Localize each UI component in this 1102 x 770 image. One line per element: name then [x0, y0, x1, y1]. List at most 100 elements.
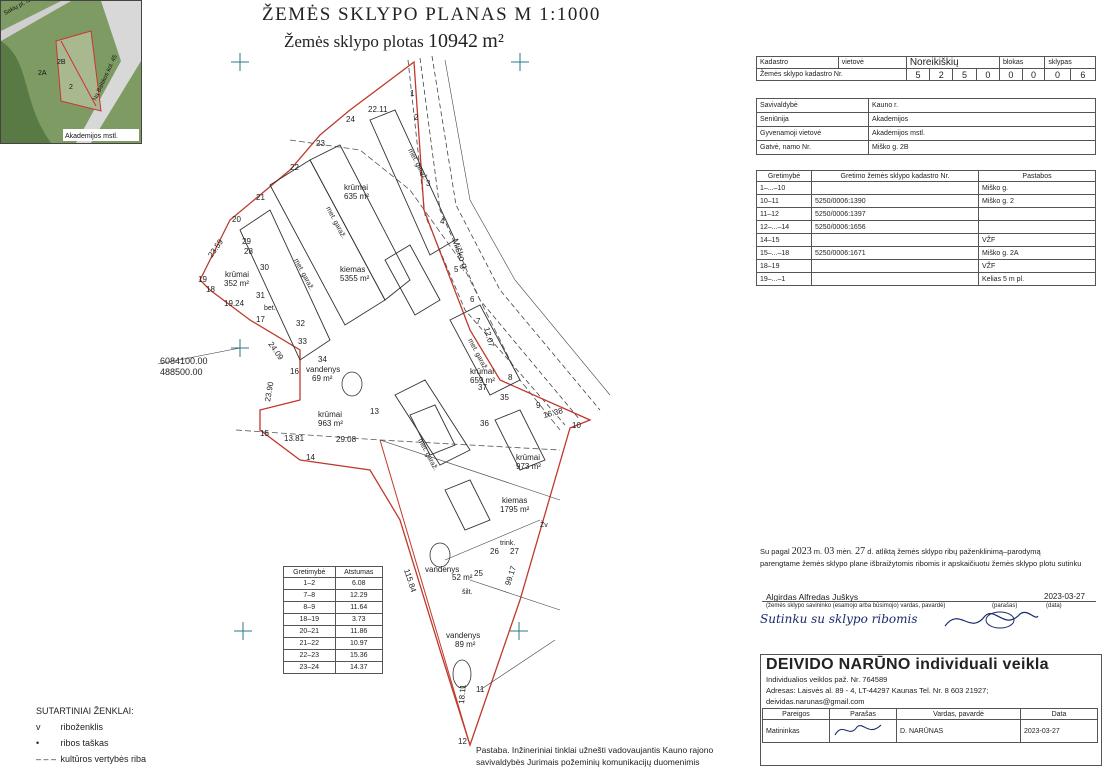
coordinate-north: 6084100.00: [160, 356, 208, 366]
label-vandenys-1-area: 69 m²: [312, 374, 333, 383]
agreement-text-1: d. atliktą žemės sklypo ribų paženklinim…: [867, 547, 1041, 556]
signatures-header-3: Vardas, pavardė: [896, 708, 1021, 720]
point-8: 8: [508, 373, 513, 382]
point-18: 18: [206, 285, 215, 294]
cadastre-digit-8: 6: [1069, 68, 1097, 81]
address-label-3: Gyvenamoji vietovė: [756, 126, 869, 141]
neighbours-cell: [811, 272, 979, 286]
neighbours-cell: Miško g. 2A: [978, 246, 1096, 260]
point-4: 4: [440, 217, 445, 226]
neighbours-cell: VŽF: [978, 259, 1096, 273]
point-22: 22: [290, 163, 299, 172]
neighbours-cell: 19–...–1: [756, 272, 812, 286]
address-value-1: Kauno r.: [868, 98, 1096, 113]
legend-item-text: kultūros vertybės riba: [60, 754, 147, 764]
neighbours-cell: 11–12: [756, 207, 812, 221]
agreement-year: 2023: [791, 546, 812, 557]
address-label-1: Savivaldybė: [756, 98, 869, 113]
point-29: 29: [242, 237, 251, 246]
distance-cell: 12.29: [334, 589, 384, 602]
point-1: 1: [410, 89, 415, 98]
company-email: deividas.narunas@gmail.com: [766, 697, 865, 706]
agreement-prefix: Su pagal: [760, 547, 790, 556]
label-krumai-2-area: 352 m²: [224, 279, 249, 288]
address-value-4: Miško g. 2B: [868, 140, 1096, 155]
boundary-marker-icon: v: [36, 722, 41, 732]
distances-header-1: Gretimybė: [283, 566, 336, 578]
neighbours-header-1: Gretimybė: [756, 170, 812, 182]
plot-area: Žemės sklypo plotas 10942 m²: [284, 30, 504, 53]
signature-cell: [829, 719, 897, 743]
label-krumai-4: krūmai: [470, 367, 494, 376]
neighbours-cell: 10–11: [756, 194, 812, 208]
label-krumai-4-area: 659 m²: [470, 376, 495, 385]
cadastre-table: Kadastro vietovė Noreikiškių blokas skly…: [756, 56, 1097, 81]
neighbours-cell: Miško g. 2: [978, 194, 1096, 208]
company-name: DEIVIDO NARŪNO individuali veikla: [766, 656, 1049, 673]
label-bet: bet.: [264, 305, 276, 312]
signature-date: 2023-03-27: [1020, 719, 1098, 743]
dashed-line-icon: – – –: [36, 754, 57, 764]
dim-22-11: 22.11: [368, 105, 388, 114]
point-30: 30: [260, 263, 269, 272]
table-row: Matininkas D. NARŪNAS 2023-03-27: [762, 719, 1098, 743]
dim-99-17: 99.17: [503, 564, 518, 586]
point-32: 32: [296, 319, 305, 328]
point-36: 36: [480, 419, 489, 428]
label-krumai-1: krūmai: [344, 183, 368, 192]
signatures-header-4: Data: [1020, 708, 1098, 720]
point-17: 17: [256, 315, 265, 324]
date-caption: (data): [1046, 603, 1062, 609]
point-7: 7: [476, 317, 481, 326]
agreement-m-label: m.: [813, 547, 823, 556]
inset-label-5: Akademijos mstl.: [65, 133, 118, 140]
point-21: 21: [256, 193, 265, 202]
neighbours-cell: [811, 259, 979, 273]
label-sil: šilt.: [462, 589, 473, 596]
point-33: 33: [298, 337, 307, 346]
point-14: 14: [306, 453, 315, 462]
point-26: 26: [490, 547, 499, 556]
distance-cell: 23–24: [283, 661, 336, 674]
company-address: Adresas: Laisvės al. 89 - 4, LT-44297 Ka…: [766, 686, 989, 695]
cadastre-digit-4: 0: [975, 68, 1000, 81]
label-vandenys-1: vandenys: [306, 365, 340, 374]
neighbours-cell: VŽF: [978, 233, 1096, 247]
label-krumai-5-area: 973 m²: [516, 462, 541, 471]
label-krumai-3: krūmai: [318, 410, 342, 419]
signer-line: [762, 601, 1096, 602]
inset-map-drawing: Sakių pl. Nr 140 Na Baltikos kol. 45 2B …: [1, 1, 141, 143]
dim-23-59: 23.59: [206, 237, 225, 259]
neighbours-header-2: Gretimo žemės sklypo kadastro Nr.: [811, 170, 979, 182]
legend-item: – – – kultūros vertybės riba: [36, 754, 146, 764]
sign-caption: (parašas): [992, 603, 1018, 609]
table-row: 19–...–1 Kelias 5 m pl.: [756, 272, 1096, 286]
distance-cell: 8–9: [283, 601, 336, 614]
neighbours-cell: [811, 233, 979, 247]
label-krumai-3-area: 963 m²: [318, 419, 343, 428]
neighbours-header-3: Pastabos: [978, 170, 1096, 182]
neighbours-cell: 5250/0006:1397: [811, 207, 979, 221]
legend: SUTARTINIAI ŽENKLAI: v ribоženklis • rib…: [36, 706, 146, 770]
area-value: 10942: [428, 30, 479, 52]
point-35: 35: [500, 393, 509, 402]
vietove-value: Noreikiškių: [905, 56, 1000, 69]
neighbours-cell: 18–19: [756, 259, 812, 273]
address-table: Savivaldybė Kauno r. Seniūnija Akademijo…: [756, 98, 1096, 155]
dim-13-81: 13.81: [284, 434, 305, 443]
point-37: 37: [478, 383, 487, 392]
distance-cell: 10.97: [334, 637, 384, 650]
cadastre-label: Kadastro: [756, 56, 839, 69]
dim-29-08: 29.08: [336, 435, 357, 444]
point-15: 15: [260, 429, 269, 438]
label-kiemas-2: kiemas: [502, 496, 527, 505]
label-vandenys-2-area: 52 m²: [452, 573, 473, 582]
neighbours-table: Gretimybė Gretimo žemės sklypo kadastro …: [756, 170, 1096, 286]
signature-scribble: [944, 611, 1039, 629]
